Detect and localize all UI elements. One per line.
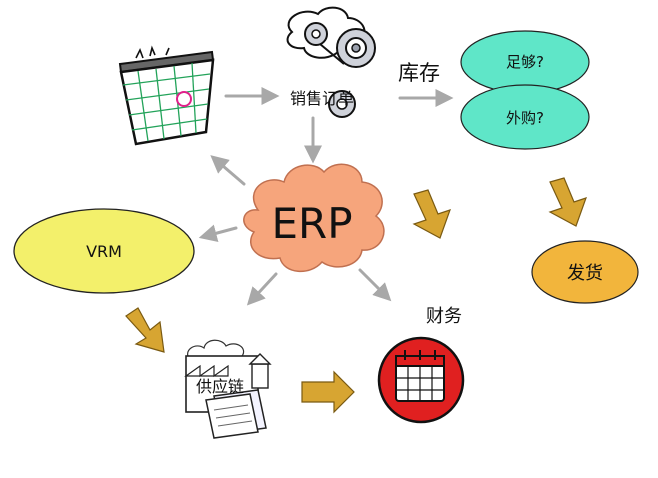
- arrow-erp-to-finance: [358, 268, 392, 302]
- supply-chain-label: 供应链: [196, 377, 244, 396]
- purchase-bubble: [460, 84, 590, 150]
- vrm-label: VRM: [86, 242, 122, 261]
- enough-label: 足够?: [506, 53, 544, 71]
- vrm-bubble: [13, 208, 195, 294]
- finance-calendar-icon: [377, 336, 465, 424]
- factory-document-icon: [184, 339, 272, 439]
- finance-label: 财务: [426, 306, 462, 327]
- arrow-erp-to-shipping-flow: [412, 189, 451, 239]
- shipping-bubble: [531, 240, 639, 304]
- arrow-supply-chain-to-finance: [301, 370, 355, 414]
- arrow-erp-to-calendar: [210, 155, 246, 186]
- gears-icon: [286, 6, 376, 118]
- erp-label: ERP: [271, 199, 352, 248]
- inventory-label: 库存: [398, 61, 440, 85]
- purchase-label: 外购?: [506, 109, 544, 127]
- arrow-vrm-to-supply-chain: [125, 307, 165, 353]
- arrow-erp-to-vrm: [198, 224, 238, 242]
- erp-cloud: [243, 163, 385, 272]
- shipping-label: 发货: [567, 263, 603, 284]
- sales-order-label: 销售订单: [290, 89, 354, 108]
- calendar-icon: [118, 45, 215, 146]
- arrow-inventory-to-shipping: [548, 177, 587, 227]
- arrow-erp-to-supply-chain: [246, 272, 278, 306]
